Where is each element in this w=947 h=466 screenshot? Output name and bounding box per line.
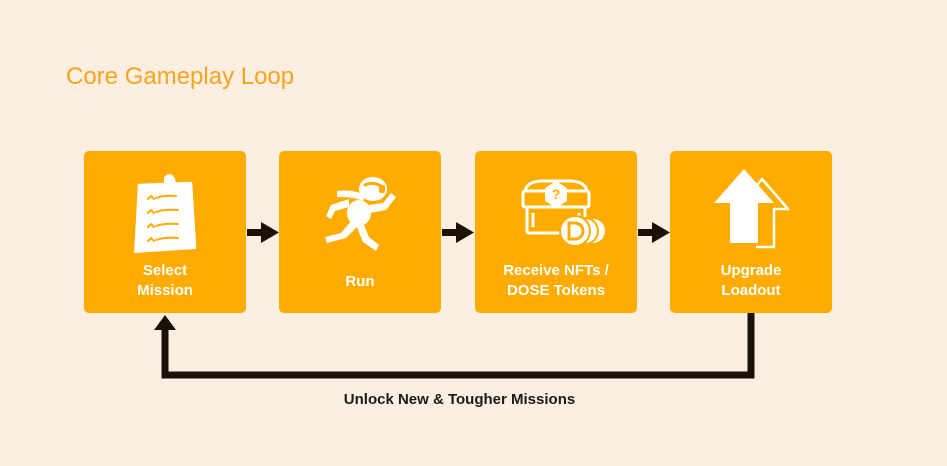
upgrade-arrow-icon xyxy=(714,169,790,249)
arrow-2-to-3 xyxy=(442,222,474,243)
running-character-icon xyxy=(325,177,396,251)
loop-label: Unlock New & Tougher Missions xyxy=(343,391,576,408)
step-card-receive-rewards: ? Receive NFTs / DOSE Tokens xyxy=(475,151,637,313)
treasure-chest-coins-icon: ? xyxy=(521,179,607,247)
arrow-3-to-4 xyxy=(638,222,670,243)
diagram-title: Core Gameplay Loop xyxy=(66,63,295,90)
step-card-run: Run xyxy=(279,151,441,313)
step-label-upgrade-loadout: Upgrade Loadout xyxy=(720,262,782,299)
step-label-run: Run xyxy=(345,273,375,290)
checklist-icon xyxy=(134,174,197,253)
loop-back-arrow xyxy=(154,313,755,379)
step-label-receive-rewards: Receive NFTs / DOSE Tokens xyxy=(503,262,609,299)
svg-text:?: ? xyxy=(552,186,561,202)
step-card-select-mission: Select Mission xyxy=(84,151,246,313)
arrow-1-to-2 xyxy=(247,222,279,243)
step-card-upgrade-loadout: Upgrade Loadout xyxy=(670,151,832,313)
step-label-select-mission: Select Mission xyxy=(137,262,193,299)
